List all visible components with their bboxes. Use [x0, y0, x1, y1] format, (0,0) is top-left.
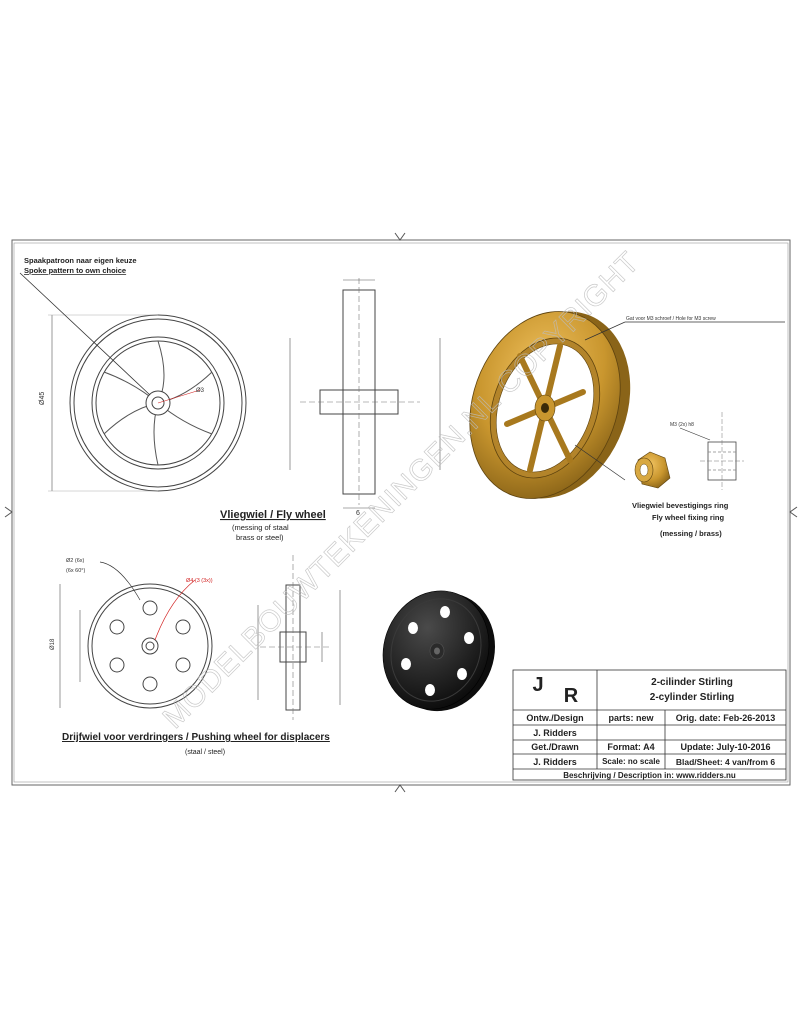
orig-date-cell: Orig. date: Feb-26-2013: [675, 712, 776, 723]
flywheel-width-dim: 6: [356, 510, 360, 517]
fixing-ring-title-nl: Vliegwiel bevestigings ring: [632, 501, 729, 510]
fixing-ring-title-en: Fly wheel fixing ring: [652, 513, 725, 522]
get-name: J. Ridders: [533, 756, 577, 767]
flywheel-material-2: brass or steel): [236, 533, 284, 542]
pushing-wheel-dia-dim: Ø18: [50, 638, 56, 650]
pushing-wheel-note-2: (6x 60°): [66, 568, 85, 574]
flywheel-material-1: (messing of staal: [232, 523, 289, 532]
format-cell: Format: A4: [607, 742, 655, 752]
description-cell: Beschrijving / Description in: www.ridde…: [563, 770, 736, 780]
pushing-wheel-note-1: Ø2 (6x): [66, 558, 85, 564]
logo-j: J: [532, 674, 544, 696]
pushing-wheel-material: (staal / steel): [185, 749, 225, 756]
ontw-label: Ontw./Design: [526, 712, 584, 723]
flywheel-side-view: [289, 278, 441, 509]
hole-note: Gat voor M3 schroef / Hole for M3 screw: [626, 316, 716, 322]
get-label: Get./Drawn: [531, 742, 579, 752]
ontw-name: J. Ridders: [533, 727, 577, 738]
logo-r: R: [563, 684, 579, 707]
update-cell: Update: July-10-2016: [680, 742, 771, 752]
drawing-title-nl: 2-cilinder Stirling: [651, 676, 733, 688]
fixing-ring-section: [679, 412, 744, 490]
sheet-cell: Blad/Sheet: 4 van/from 6: [675, 756, 776, 767]
flywheel-isometric: [469, 311, 785, 499]
fixing-ring-dim: M3 (2x) h8: [670, 422, 694, 428]
pushing-wheel-front-view: [59, 561, 213, 709]
pushing-wheel-title: Drijfwiel voor verdringers / Pushing whe…: [62, 732, 330, 743]
scale-cell: Scale: no scale: [602, 757, 660, 766]
sheet-frame: [4, 232, 798, 793]
flywheel-hub-dim: Ø3: [196, 388, 205, 394]
flywheel-dia-dim: Ø45: [39, 392, 46, 405]
spoke-note-en: Spoke pattern to own choice: [24, 266, 126, 275]
pushing-wheel-side-view: [257, 555, 341, 720]
parts-cell: parts: new: [608, 712, 654, 723]
spoke-note-nl: Spaakpatroon naar eigen keuze: [24, 256, 137, 265]
flywheel-front-view: [19, 272, 247, 492]
fixing-ring-material: (messing / brass): [660, 529, 722, 538]
drawing-title-en: 2-cylinder Stirling: [649, 691, 735, 703]
pushing-wheel-red-note: Ø4 (3 (3x)): [186, 578, 213, 584]
title-block-grid: [512, 669, 787, 781]
pushing-wheel-isometric: [382, 590, 495, 712]
fixing-ring: [634, 451, 671, 489]
flywheel-title: Vliegwiel / Fly wheel: [220, 509, 326, 521]
